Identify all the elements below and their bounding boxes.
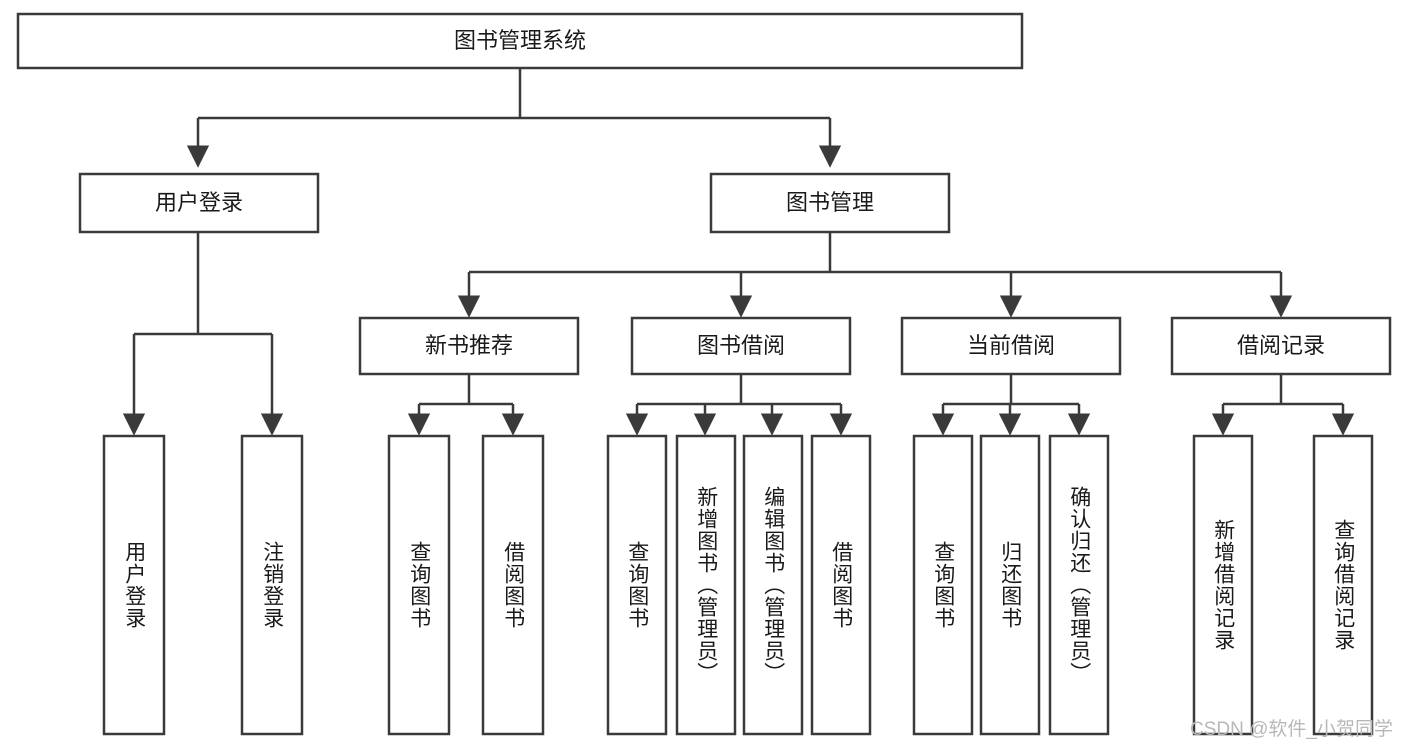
node-book-management[interactable]: 图书管理 [709,172,951,234]
node-book-management-rect [709,172,951,234]
node-root-rect [16,12,1024,70]
node-borrow-record[interactable]: 借阅记录 [1170,316,1392,376]
leaf-new-book-1-rect [387,434,451,736]
leaf-borrow-record-2-rect [1312,434,1374,736]
node-current-borrow[interactable]: 当前借阅 [900,316,1122,376]
node-book-borrow-label: 图书借阅 [697,333,785,358]
node-user-login-label: 用户登录 [155,190,243,215]
leaf-user-login-1-rect [102,434,166,736]
leaf-node-user-login-1[interactable]: 用户登录 [102,434,166,736]
node-new-book-recommend-label: 新书推荐 [425,333,513,358]
leaf-borrow-record-1-rect [1192,434,1254,736]
leaf-book-borrow-1-rect [606,434,668,736]
leaf-book-borrow-3-label: 编辑图书（管理员） [761,486,785,684]
leaf-node-book-borrow-4[interactable]: 借阅图书 [810,434,872,736]
node-user-login[interactable]: 用户登录 [78,172,320,234]
node-new-book-recommend[interactable]: 新书推荐 [358,316,580,376]
leaf-current-borrow-1-label: 查询图书 [931,541,955,629]
node-new-book-recommend-rect [358,316,580,376]
node-root-label: 图书管理系统 [454,28,586,53]
node-borrow-record-label: 借阅记录 [1237,333,1325,358]
connector-layer [122,68,1355,436]
leaf-node-current-borrow-2[interactable]: 归还图书 [979,434,1041,736]
node-book-borrow[interactable]: 图书借阅 [630,316,852,376]
leaf-current-borrow-3-rect [1048,434,1110,736]
node-current-borrow-label: 当前借阅 [967,333,1055,358]
leaf-node-borrow-record-1[interactable]: 新增借阅记录 [1192,434,1254,736]
leaf-new-book-2-rect [481,434,545,736]
leaf-book-borrow-1-label: 查询图书 [625,541,649,629]
leaf-current-borrow-2-label: 归还图书 [998,541,1022,629]
leaf-node-book-borrow-1[interactable]: 查询图书 [606,434,668,736]
leaf-current-borrow-1-rect [912,434,974,736]
node-root-book-management-system[interactable]: 图书管理系统 [16,12,1024,70]
node-current-borrow-rect [900,316,1122,376]
leaf-node-new-book-2[interactable]: 借阅图书 [481,434,545,736]
node-book-borrow-rect [630,316,852,376]
leaf-user-login-1-label: 用户登录 [122,541,146,629]
leaf-new-book-2-label: 借阅图书 [501,541,525,629]
leaf-book-borrow-2-label: 新增图书（管理员） [694,486,718,684]
leaf-node-book-borrow-3[interactable]: 编辑图书（管理员） [742,434,804,736]
leaf-user-login-2-rect [240,434,304,736]
leaf-book-borrow-3-rect [742,434,804,736]
leaf-node-current-borrow-3[interactable]: 确认归还（管理员） [1048,434,1110,736]
node-user-login-rect [78,172,320,234]
node-book-management-label: 图书管理 [786,190,874,215]
leaf-borrow-record-2-label: 查询借阅记录 [1331,519,1355,651]
leaf-user-login-2-label: 注销登录 [260,541,284,629]
leaf-node-user-login-2[interactable]: 注销登录 [240,434,304,736]
node-borrow-record-rect [1170,316,1392,376]
leaf-book-borrow-4-label: 借阅图书 [829,541,853,629]
leaf-new-book-1-label: 查询图书 [407,541,431,629]
leaf-node-borrow-record-2[interactable]: 查询借阅记录 [1312,434,1374,736]
leaf-current-borrow-3-label: 确认归还（管理员） [1067,486,1091,684]
leaf-book-borrow-2-rect [675,434,737,736]
leaf-node-new-book-1[interactable]: 查询图书 [387,434,451,736]
leaf-borrow-record-1-label: 新增借阅记录 [1211,519,1235,651]
leaf-node-book-borrow-2[interactable]: 新增图书（管理员） [675,434,737,736]
leaf-node-current-borrow-1[interactable]: 查询图书 [912,434,974,736]
leaf-current-borrow-2-rect [979,434,1041,736]
leaf-book-borrow-4-rect [810,434,872,736]
